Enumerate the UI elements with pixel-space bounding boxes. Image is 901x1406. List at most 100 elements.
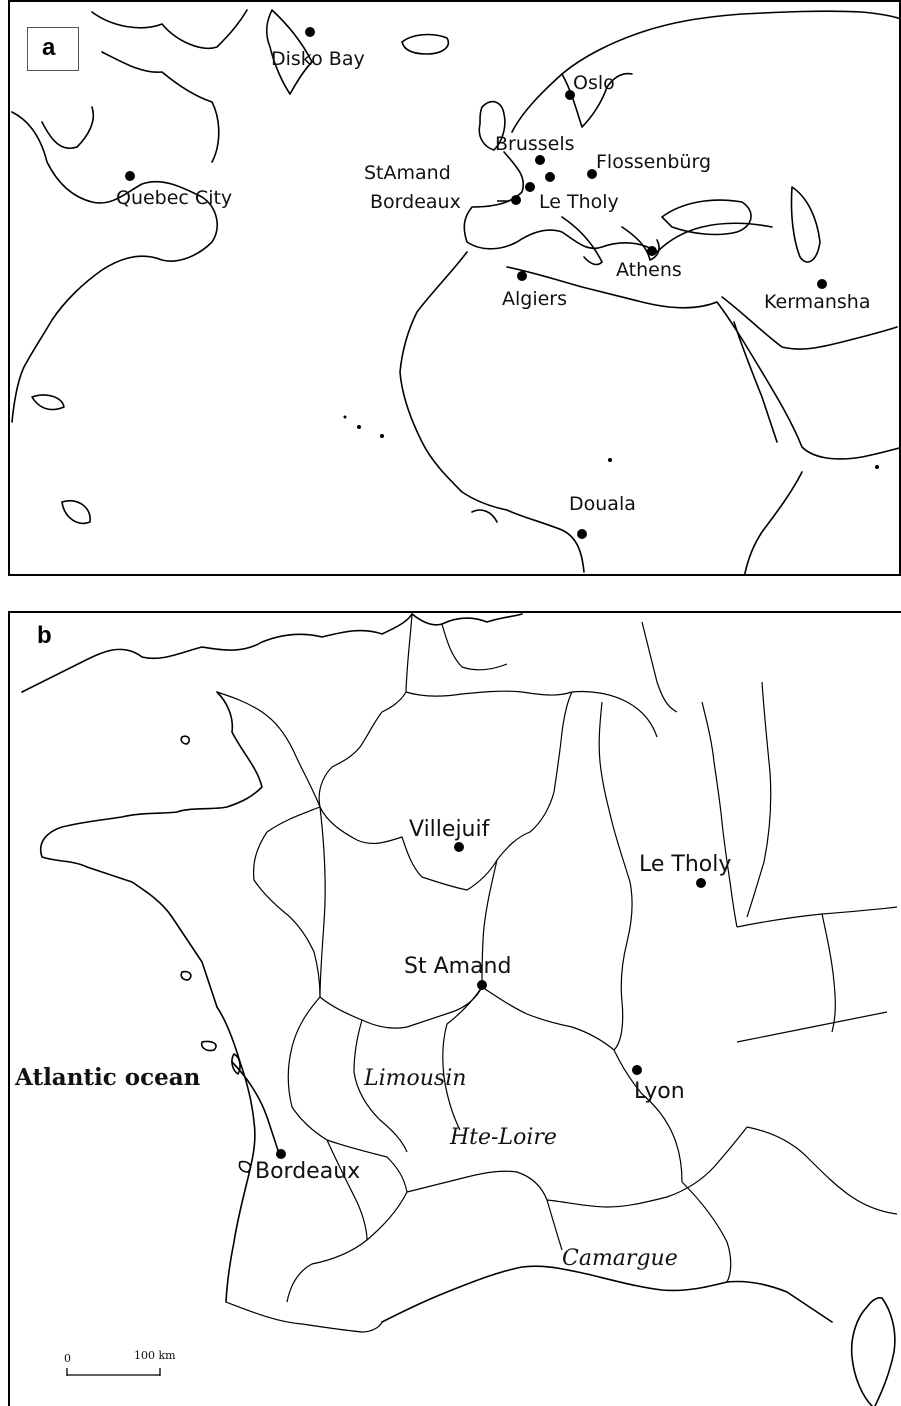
coastline-uk: [478, 100, 506, 151]
scale-start-label: 0: [64, 1352, 71, 1365]
region-borders-alsace2: [746, 681, 772, 918]
region-borders-misc6: [681, 1181, 732, 1283]
le-tholy-a-marker: [545, 172, 555, 182]
coastline-scandinavia: [511, 10, 899, 133]
panel-a-world-map: Disko Bay Oslo Brussels Flossenbürg StAm…: [8, 0, 901, 576]
coastline-gulf-of-guinea: [471, 509, 498, 523]
st-amand-label: St Amand: [404, 954, 511, 979]
camargue-label: Camargue: [562, 1246, 678, 1271]
region-borders-southwest: [287, 996, 408, 1193]
region-borders-center: [319, 806, 483, 1029]
st-amand-b-marker: [477, 980, 487, 990]
region-borders-misc1: [441, 623, 508, 671]
region-borders-pyrenees: [225, 1301, 383, 1333]
coastline-arabia: [721, 296, 898, 350]
region-borders-misc5: [353, 1019, 408, 1153]
le-tholy-b-marker: [696, 878, 706, 888]
region-borders-center-east: [481, 859, 615, 1051]
coastline-islands: [31, 394, 65, 411]
coastline-iceland: [401, 33, 449, 55]
coastline-africa: [399, 251, 585, 573]
oslo-marker: [565, 90, 575, 100]
coastline-islands-c: [180, 735, 190, 745]
disko-bay-marker: [305, 27, 315, 37]
coastline-baltic: [561, 72, 633, 128]
region-borders-north: [318, 613, 573, 891]
coastline-europe: [463, 151, 773, 253]
kermansha-marker: [817, 279, 827, 289]
coastline-arcachon: [238, 1160, 252, 1173]
coastline-east-africa: [744, 471, 803, 574]
coastline-caspian: [790, 186, 821, 263]
region-borders-alsace: [701, 701, 738, 928]
lyon-marker: [632, 1065, 642, 1075]
stamand-label: StAmand: [364, 162, 451, 184]
coastline-black-sea: [661, 199, 752, 236]
france-map-svg: Villejuif Le Tholy St Amand Lyon Bordeau…: [14, 613, 898, 1406]
coastline-greenland: [265, 9, 313, 95]
coastline-islands-2: [61, 500, 91, 524]
bordeaux-b-marker: [276, 1149, 286, 1159]
hte-loire-label: Hte-Loire: [449, 1125, 557, 1150]
region-borders-misc4: [442, 986, 483, 1131]
douala-label: Douala: [569, 493, 636, 515]
scale-end-label: 100 km: [134, 1349, 176, 1362]
region-borders-east: [598, 701, 633, 1051]
region-borders-alps: [613, 1049, 683, 1183]
bordeaux-a-label: Bordeaux: [370, 191, 461, 213]
panel-b-france-map: Villejuif Le Tholy St Amand Lyon Bordeau…: [8, 611, 901, 1406]
coastline-biscay: [216, 1006, 256, 1303]
panel-a-label: a: [42, 34, 56, 61]
brussels-label: Brussels: [495, 133, 575, 155]
coastline-uk-south: [21, 613, 413, 693]
region-borders-south2: [406, 1170, 563, 1251]
quebec-city-label: Quebec City: [116, 187, 232, 209]
coastline-corsica: [850, 1297, 896, 1406]
bordeaux-a-marker: [511, 195, 521, 205]
region-borders-center-west: [216, 691, 321, 998]
region-borders-misc3: [326, 1139, 368, 1241]
coastline-greece: [621, 226, 660, 261]
coastline-italy: [561, 216, 603, 266]
le-tholy-b-label: Le Tholy: [639, 852, 731, 877]
region-borders-north2: [405, 690, 658, 738]
villejuif-label: Villejuif: [409, 817, 491, 842]
coastline-baffin: [101, 51, 220, 163]
region-borders-misc7: [821, 913, 836, 1033]
scale-bar: 0 100 km: [64, 1349, 176, 1376]
limousin-label: Limousin: [363, 1066, 466, 1091]
atlantic-ocean-label: Atlantic ocean: [14, 1064, 201, 1091]
quebec-city-marker: [125, 171, 135, 181]
coastline-north-america: [11, 111, 218, 423]
region-borders-southeast: [746, 1126, 898, 1215]
stamand-a-marker: [525, 182, 535, 192]
coastline-channel: [411, 613, 523, 626]
coastline-brittany: [40, 691, 263, 1008]
coastline-red-sea: [733, 321, 778, 443]
coastline-hudson: [41, 106, 95, 149]
oslo-label: Oslo: [573, 72, 615, 94]
region-borders-rhone: [546, 1126, 748, 1208]
coastline-oleron: [231, 1053, 241, 1075]
panel-b-label: b: [37, 622, 52, 649]
coastline-north-africa: [506, 266, 899, 460]
algiers-label: Algiers: [502, 288, 567, 310]
douala-marker: [577, 529, 587, 539]
villejuif-marker: [454, 842, 464, 852]
coastline-arctic-islands: [91, 9, 248, 49]
region-borders-misc2: [641, 621, 678, 713]
athens-label: Athens: [616, 259, 682, 281]
flossenburg-marker: [587, 169, 597, 179]
coastline-gironde: [231, 1061, 281, 1158]
athens-marker: [647, 246, 657, 256]
le-tholy-a-label: Le Tholy: [539, 191, 619, 213]
kermansha-label: Kermansha: [764, 291, 870, 313]
brussels-marker: [535, 155, 545, 165]
coastline-islands-b: [180, 970, 192, 981]
bordeaux-b-label: Bordeaux: [255, 1159, 360, 1184]
coastline-med: [381, 1265, 833, 1323]
panel-a-label-box: a: [27, 27, 79, 71]
region-borders-italy: [736, 1011, 888, 1043]
coastline-ile-de-re: [200, 1040, 217, 1052]
flossenburg-label: Flossenbürg: [596, 151, 711, 173]
